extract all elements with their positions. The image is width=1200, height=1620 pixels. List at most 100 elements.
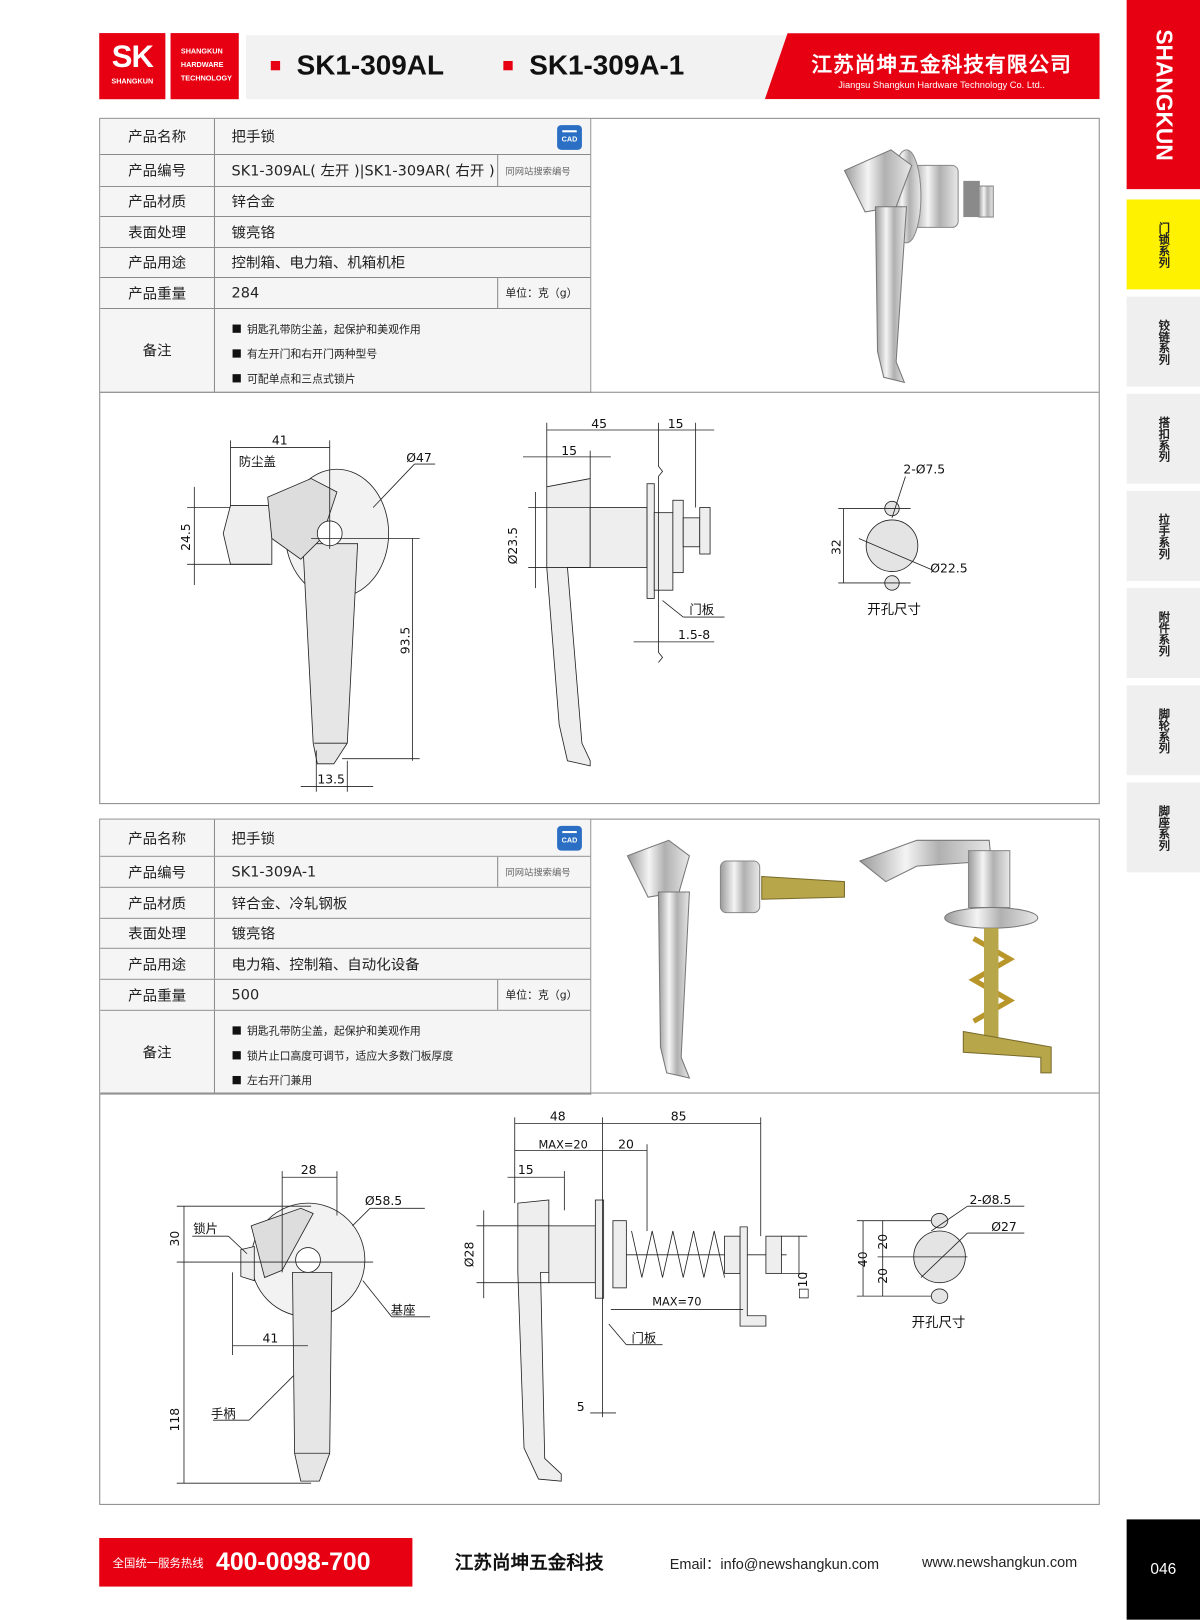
svg-text:45: 45 (591, 416, 607, 431)
note-item: 钥匙孔带防尘盖，起保护和美观作用 (232, 317, 591, 342)
svg-text:93.5: 93.5 (397, 627, 412, 655)
svg-text:15: 15 (518, 1162, 534, 1177)
spec-row-finish: 表面处理镀亮铬 (100, 918, 591, 949)
svg-text:48: 48 (550, 1108, 566, 1123)
model-title-1: SK1-309AL (270, 50, 444, 82)
svg-text:41: 41 (263, 1331, 279, 1346)
header-band (245, 35, 794, 100)
spec-row-material: 产品材质锌合金 (100, 187, 591, 218)
svg-text:开孔尺寸: 开孔尺寸 (912, 1315, 966, 1331)
sidebar-tab-hinges[interactable]: 铰链系列 (1126, 296, 1200, 387)
spec-row-usage: 产品用途电力箱、控制箱、自动化设备 (100, 948, 591, 980)
note-item: 可配单点和三点式锁片 (232, 367, 591, 392)
note-item: 左右开门兼用 (232, 1069, 591, 1094)
footer-email[interactable]: Email：info@newshangkun.com (669, 1555, 880, 1573)
side-view (517, 1199, 787, 1482)
svg-text:门板: 门板 (632, 1331, 657, 1346)
technical-drawing-1: 41 防尘盖 Ø47 24.5 93.5 13.5 (178, 416, 968, 792)
cad-download-icon[interactable]: CAD (557, 125, 582, 150)
svg-text:30: 30 (167, 1231, 182, 1247)
svg-text:锁片: 锁片 (193, 1221, 218, 1236)
sidebar-tab-accessories[interactable]: 附件系列 (1126, 588, 1200, 679)
svg-text:Ø58.5: Ø58.5 (365, 1193, 402, 1208)
page-number: 046 (1126, 1519, 1200, 1620)
notes-list: 钥匙孔带防尘盖，起保护和美观作用 锁片止口高度可调节，适应大多数门板厚度 左右开… (215, 1011, 590, 1094)
note-item: 锁片止口高度可调节，适应大多数门板厚度 (232, 1044, 591, 1069)
logo: SK SHANGKUN (99, 33, 166, 100)
hotline-number: 400-0098-700 (216, 1547, 371, 1576)
footer-website[interactable]: www.newshangkun.com (921, 1553, 1078, 1571)
cad-download-icon[interactable]: CAD (557, 825, 582, 851)
svg-text:13.5: 13.5 (317, 771, 345, 786)
svg-text:40: 40 (855, 1251, 870, 1267)
divider (100, 1092, 1099, 1094)
svg-text:开孔尺寸: 开孔尺寸 (867, 602, 921, 618)
svg-text:MAX=20: MAX=20 (539, 1137, 588, 1151)
spec-row-usage: 产品用途控制箱、电力箱、机箱机柜 (100, 248, 591, 279)
svg-text:□10: □10 (795, 1272, 810, 1300)
svg-text:5: 5 (577, 1399, 585, 1414)
spec-row-finish: 表面处理镀亮铬 (100, 217, 591, 249)
svg-text:41: 41 (272, 432, 288, 447)
spec-row-notes: 备注 钥匙孔带防尘盖，起保护和美观作用 锁片止口高度可调节，适应大多数门板厚度 … (100, 1010, 591, 1094)
svg-text:基座: 基座 (391, 1303, 416, 1318)
svg-text:2-Ø8.5: 2-Ø8.5 (970, 1192, 1012, 1207)
svg-text:20: 20 (875, 1268, 890, 1284)
sidebar-tab-feet[interactable]: 脚座系列 (1126, 782, 1200, 873)
svg-text:防尘盖: 防尘盖 (239, 454, 276, 469)
dimension-lines (187, 440, 436, 792)
svg-text:1.5-8: 1.5-8 (678, 627, 710, 642)
svg-text:Ø47: Ø47 (406, 450, 432, 465)
svg-text:2-Ø7.5: 2-Ø7.5 (903, 461, 945, 476)
svg-text:Ø28: Ø28 (461, 1242, 476, 1268)
spec-row-notes: 备注 钥匙孔带防尘盖，起保护和美观作用 有左开门和右开门两种型号 可配单点和三点… (100, 309, 591, 392)
footer-company: 江苏尚坤五金科技 (454, 1552, 604, 1575)
note-item: 有左开门和右开门两种型号 (232, 342, 591, 367)
sidebar-tab-latches[interactable]: 搭扣系列 (1126, 393, 1200, 484)
svg-text:20: 20 (618, 1136, 634, 1151)
sidebar-tab-door-locks[interactable]: 门锁系列 (1126, 199, 1200, 290)
product-photo-2 (626, 839, 1052, 1079)
note-item: 钥匙孔带防尘盖，起保护和美观作用 (232, 1019, 591, 1044)
svg-text:门板: 门板 (689, 602, 714, 617)
svg-text:15: 15 (561, 443, 577, 458)
bullet-icon (270, 60, 281, 71)
dimension-lines (176, 1171, 430, 1484)
technical-drawing-2: 28 Ø58.5 锁片 30 41 基座 118 手柄 (167, 1108, 1025, 1484)
svg-text:Ø23.5: Ø23.5 (505, 527, 520, 564)
company-banner: 江苏尚坤五金科技有限公司 Jiangsu Shangkun Hardware T… (764, 33, 1100, 100)
svg-text:MAX=70: MAX=70 (652, 1294, 701, 1308)
svg-text:手柄: 手柄 (211, 1406, 236, 1421)
sidebar-brand: SHANGKUN (1126, 0, 1200, 190)
svg-text:28: 28 (301, 1162, 317, 1177)
divider (100, 391, 1099, 393)
logo-text: SHANGKUN HARDWARE TECHNOLOGY (170, 33, 239, 100)
svg-text:118: 118 (167, 1408, 182, 1432)
side-dimension-lines (476, 1117, 808, 1418)
svg-text:15: 15 (668, 416, 684, 431)
sidebar-tab-handles[interactable]: 拉手系列 (1126, 490, 1200, 581)
front-view (222, 468, 390, 765)
hole-pattern (856, 1205, 1025, 1304)
side-dimension-lines (523, 422, 725, 643)
model-title-2: SK1-309A-1 (503, 50, 684, 82)
hotline-banner: 全国统一服务热线 400-0098-700 (99, 1537, 413, 1587)
svg-text:32: 32 (828, 539, 843, 555)
sidebar-tab-casters[interactable]: 脚轮系列 (1126, 685, 1200, 776)
side-view (546, 445, 711, 767)
svg-text:Ø22.5: Ø22.5 (930, 561, 967, 576)
svg-text:20: 20 (875, 1234, 890, 1250)
spec-row-material: 产品材质锌合金、冷轧钢板 (100, 887, 591, 919)
front-view (240, 1202, 366, 1482)
bullet-icon (503, 60, 513, 71)
